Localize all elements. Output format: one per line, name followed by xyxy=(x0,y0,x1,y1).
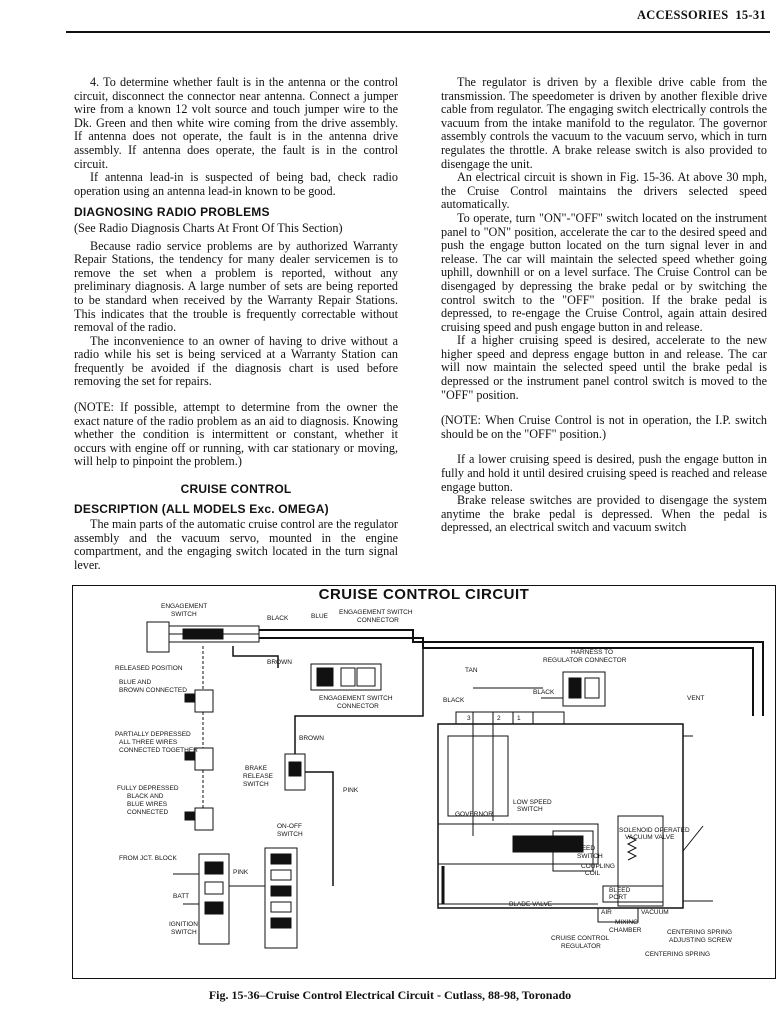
label: COUPLING xyxy=(581,863,615,870)
label: BLUE WIRES xyxy=(127,801,168,808)
label: REED xyxy=(577,845,595,852)
label: BROWN xyxy=(267,659,292,666)
label: CONNECTOR xyxy=(357,617,399,624)
paragraph: If a lower cruising speed is desired, pu… xyxy=(441,452,767,494)
label: BATT xyxy=(173,893,189,900)
label: BROWN xyxy=(299,735,324,742)
label: SWITCH xyxy=(277,831,303,838)
brake-release-switch-icon xyxy=(284,648,424,886)
paragraph: The regulator is driven by a flexible dr… xyxy=(441,75,767,171)
note: (NOTE: If possible, attempt to determine… xyxy=(74,400,398,469)
label: PARTIALLY DEPRESSED xyxy=(115,731,191,738)
paragraph: The inconvenience to an owner of having … xyxy=(74,333,398,389)
label: 2 xyxy=(497,715,501,722)
circuit-figure: CRUISE CONTROL CIRCUIT xyxy=(72,585,776,979)
label: REGULATOR xyxy=(561,943,601,950)
label: ADJUSTING SCREW xyxy=(669,937,733,944)
label: BLUE AND xyxy=(119,679,151,686)
label: PINK xyxy=(233,869,249,876)
label: COIL xyxy=(585,870,601,877)
paragraph: Brake release switches are provided to d… xyxy=(441,493,767,535)
label: 3 xyxy=(467,715,471,722)
label: CONNECTED xyxy=(127,809,168,816)
label: CONNECTED TOGETHER xyxy=(119,747,198,754)
label: SWITCH xyxy=(171,929,197,936)
paragraph: An electrical circuit is shown in Fig. 1… xyxy=(441,170,767,212)
regulator-icon xyxy=(437,723,713,923)
label: ENGAGEMENT xyxy=(161,603,207,610)
label: CONNECTOR xyxy=(337,703,379,710)
figure-labels: ENGAGEMENT SWITCH BLACK BLUE ENGAGEMENT … xyxy=(115,603,733,958)
label: ENGAGEMENT SWITCH xyxy=(339,609,413,616)
engagement-switch-icon xyxy=(146,621,260,653)
paragraph: Because radio service problems are by au… xyxy=(74,238,398,335)
paragraph: To operate, turn "ON"-"OFF" switch locat… xyxy=(441,210,767,334)
label: LOW SPEED xyxy=(513,799,552,806)
paragraph: The main parts of the automatic cruise c… xyxy=(74,517,398,572)
label: BLACK AND xyxy=(127,793,164,800)
label: BLUE xyxy=(311,613,329,620)
label: CENTERING SPRING xyxy=(667,929,732,936)
label: FULLY DEPRESSED xyxy=(117,785,179,792)
label: BRAKE xyxy=(245,765,268,772)
label: SWITCH xyxy=(577,853,603,860)
label: VACUUM xyxy=(641,909,669,916)
section-heading: DIAGNOSING RADIO PROBLEMS xyxy=(74,205,270,220)
label: GOVERNOR xyxy=(455,811,493,818)
label: CENTERING SPRING xyxy=(645,951,710,958)
label: ALL THREE WIRES xyxy=(119,739,178,746)
page-number: 15-31 xyxy=(735,8,766,22)
label: SWITCH xyxy=(243,781,269,788)
section-title: ACCESSORIES xyxy=(636,8,729,22)
figure-title: CRUISE CONTROL CIRCUIT xyxy=(318,586,530,603)
label: RELEASE xyxy=(243,773,274,780)
label: 1 xyxy=(517,715,521,722)
harness-connector-icon xyxy=(473,671,606,707)
circuit-diagram xyxy=(146,621,764,949)
label: REGULATOR CONNECTOR xyxy=(543,657,627,664)
label: FROM JCT. BLOCK xyxy=(119,855,177,862)
paragraph: If antenna lead-in is suspected of being… xyxy=(74,170,398,198)
paragraph: 4. To determine whether fault is in the … xyxy=(74,75,398,171)
label: HARNESS TO xyxy=(571,649,613,656)
label: BLACK xyxy=(443,697,465,704)
label: IGNITION xyxy=(169,921,198,928)
label: SWITCH xyxy=(517,806,543,813)
label: SOLENOID OPERATED xyxy=(619,827,690,834)
label: CRUISE CONTROL xyxy=(551,935,610,942)
switch-position-icon xyxy=(184,646,214,831)
paragraph: If a higher cruising speed is desired, a… xyxy=(441,333,767,402)
junction-block-icon xyxy=(173,853,265,945)
section-heading: DESCRIPTION (ALL MODELS Exc. OMEGA) xyxy=(74,501,329,516)
subheading: (See Radio Diagnosis Charts At Front Of … xyxy=(74,220,343,235)
right-column: The regulator is driven by a flexible dr… xyxy=(441,75,767,535)
label: BLADE VALVE xyxy=(509,901,553,908)
label: VENT xyxy=(687,695,704,702)
figure-caption: Fig. 15-36–Cruise Control Electrical Cir… xyxy=(208,988,572,1002)
label: PINK xyxy=(343,787,359,794)
label: AIR xyxy=(601,909,612,916)
label: BLACK xyxy=(533,689,555,696)
label: TAN xyxy=(465,667,478,674)
label: BLACK xyxy=(267,615,289,622)
left-column: 4. To determine whether fault is in the … xyxy=(74,75,398,573)
note: (NOTE: When Cruise Control is not in ope… xyxy=(441,413,767,441)
label: CHAMBER xyxy=(609,927,642,934)
header-rule xyxy=(66,31,770,33)
on-off-switch-icon xyxy=(264,847,298,949)
label: BLEED xyxy=(609,887,631,894)
section-heading: CRUISE CONTROL xyxy=(180,482,292,497)
label: BROWN CONNECTED xyxy=(119,687,187,694)
label: MIXING xyxy=(615,919,638,926)
page-header: ACCESSORIES 15-31 xyxy=(637,8,766,23)
label: VACUUM VALVE xyxy=(625,834,675,841)
label: SWITCH xyxy=(171,611,197,618)
engagement-connector-icon xyxy=(310,663,382,691)
label: ENGAGEMENT SWITCH xyxy=(319,695,393,702)
label: ON-OFF xyxy=(277,823,302,830)
label: PORT xyxy=(609,894,627,901)
label: RELEASED POSITION xyxy=(115,665,183,672)
